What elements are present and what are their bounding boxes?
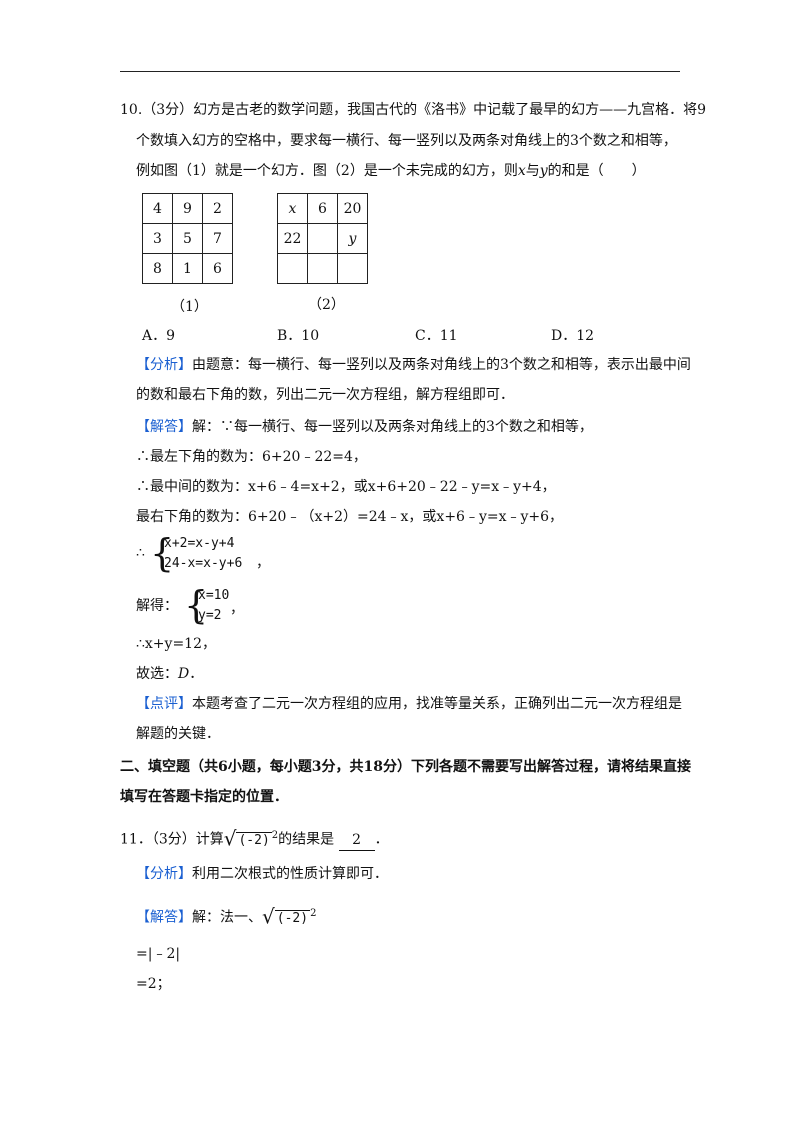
grid1-cell: 4 — [142, 193, 173, 224]
q10-line3: 例如图（1）就是一个幻方．图（2）是一个未完成的幻方，则x与y的和是（ ） — [136, 163, 646, 179]
grid2-cell: x — [277, 193, 308, 224]
header-rule — [120, 71, 680, 72]
grid1-cell: 5 — [172, 223, 203, 254]
q11-analysis-tag: 【分析】 — [136, 866, 192, 882]
grid2-cell — [307, 253, 338, 284]
answer-line2: ∴最左下角的数为：6+20﹣22=4， — [136, 449, 367, 465]
grid1-cell: 3 — [142, 223, 173, 254]
q11-answer-tag: 【解答】 — [136, 909, 192, 926]
q11-answer-line1: 【解答】解：法一、√(-2)2 — [136, 904, 317, 929]
system2-eq2: y=2 — [198, 608, 222, 623]
figure-caption-2: （2） — [308, 297, 345, 313]
system1-eq2: 24-x=x-y+6 — [164, 556, 243, 571]
grid1-cell: 1 — [172, 253, 203, 284]
comment-tag: 【点评】 — [136, 696, 192, 712]
system1-comma: ， — [256, 555, 270, 571]
answer-tag: 【解答】 — [136, 419, 192, 435]
grid1-cell: 2 — [202, 193, 233, 224]
grid2-cell: 6 — [307, 193, 338, 224]
grid2-cell — [307, 223, 338, 254]
answer-line5: ∴x+y=12， — [136, 636, 216, 652]
q11-step2: =2； — [136, 976, 171, 992]
answer-line1: 【解答】解：∵每一横行、每一竖列以及两条对角线上的3个数之和相等， — [136, 419, 593, 435]
q10-line2: 个数填入幻方的空格中，要求每一横行、每一竖列以及两条对角线上的3个数之和相等， — [136, 133, 677, 149]
section2-heading-line1: 二、填空题（共6小题，每小题3分，共18分）下列各题不需要写出解答过程，请将结果… — [120, 759, 691, 775]
sqrt-expression-2: √(-2)2 — [262, 904, 317, 929]
therefore-symbol: ∴ — [136, 545, 145, 561]
grid2-cell — [337, 253, 368, 284]
grid2-cell: 22 — [277, 223, 308, 254]
q11-analysis: 【分析】利用二次根式的性质计算即可． — [136, 866, 388, 882]
option-c: C．11 — [415, 328, 458, 344]
system1-eq1: x+2=x-y+4 — [164, 536, 235, 551]
comment-line2: 解题的关键． — [136, 726, 220, 742]
system2-eq1: x=10 — [198, 588, 230, 603]
grid2-cell — [277, 253, 308, 284]
section2-heading-line2: 填写在答题卡指定的位置． — [120, 789, 288, 805]
answer-line4: 最右下角的数为：6+20﹣（x+2）=24﹣x，或x+6﹣y=x﹣y+6， — [136, 509, 564, 525]
figure-caption-1: （1） — [171, 299, 208, 315]
answer-line6: 故选：D． — [136, 666, 204, 682]
grid2-cell: y — [337, 223, 368, 254]
analysis-tag: 【分析】 — [136, 357, 192, 373]
q11-step1: =|﹣2| — [136, 946, 181, 962]
answer-line3: ∴最中间的数为：x+6﹣4=x+2，或x+6+20﹣22﹣y=x﹣y+4， — [136, 479, 556, 495]
grid2-cell: 20 — [337, 193, 368, 224]
q10-line1: 10.（3分）幻方是古老的数学问题，我国古代的《洛书》中记载了最早的幻方——九宫… — [120, 102, 707, 118]
option-a: A．9 — [142, 328, 176, 344]
solve-label: 解得： — [136, 598, 178, 614]
option-b: B．10 — [277, 328, 320, 344]
sqrt-expression: √(-2)2 — [223, 826, 279, 851]
system2-comma: ， — [230, 601, 244, 617]
comment-line1: 【点评】本题考查了二元一次方程组的应用，找准等量关系，正确列出二元一次方程组是 — [136, 696, 682, 712]
grid1-cell: 7 — [202, 223, 233, 254]
option-d: D．12 — [551, 328, 595, 344]
analysis-line1: 【分析】由题意：每一横行、每一竖列以及两条对角线上的3个数之和相等，表示出最中间 — [136, 357, 691, 373]
grid1-cell: 9 — [172, 193, 203, 224]
analysis-line2: 的数和最右下角的数，列出二元一次方程组，解方程组即可． — [136, 387, 514, 403]
answer-blank: 2 — [338, 830, 375, 851]
grid1-cell: 8 — [142, 253, 173, 284]
q11-stem: 11．（3分）计算√(-2)2的结果是 2． — [120, 826, 389, 851]
grid1-cell: 6 — [202, 253, 233, 284]
